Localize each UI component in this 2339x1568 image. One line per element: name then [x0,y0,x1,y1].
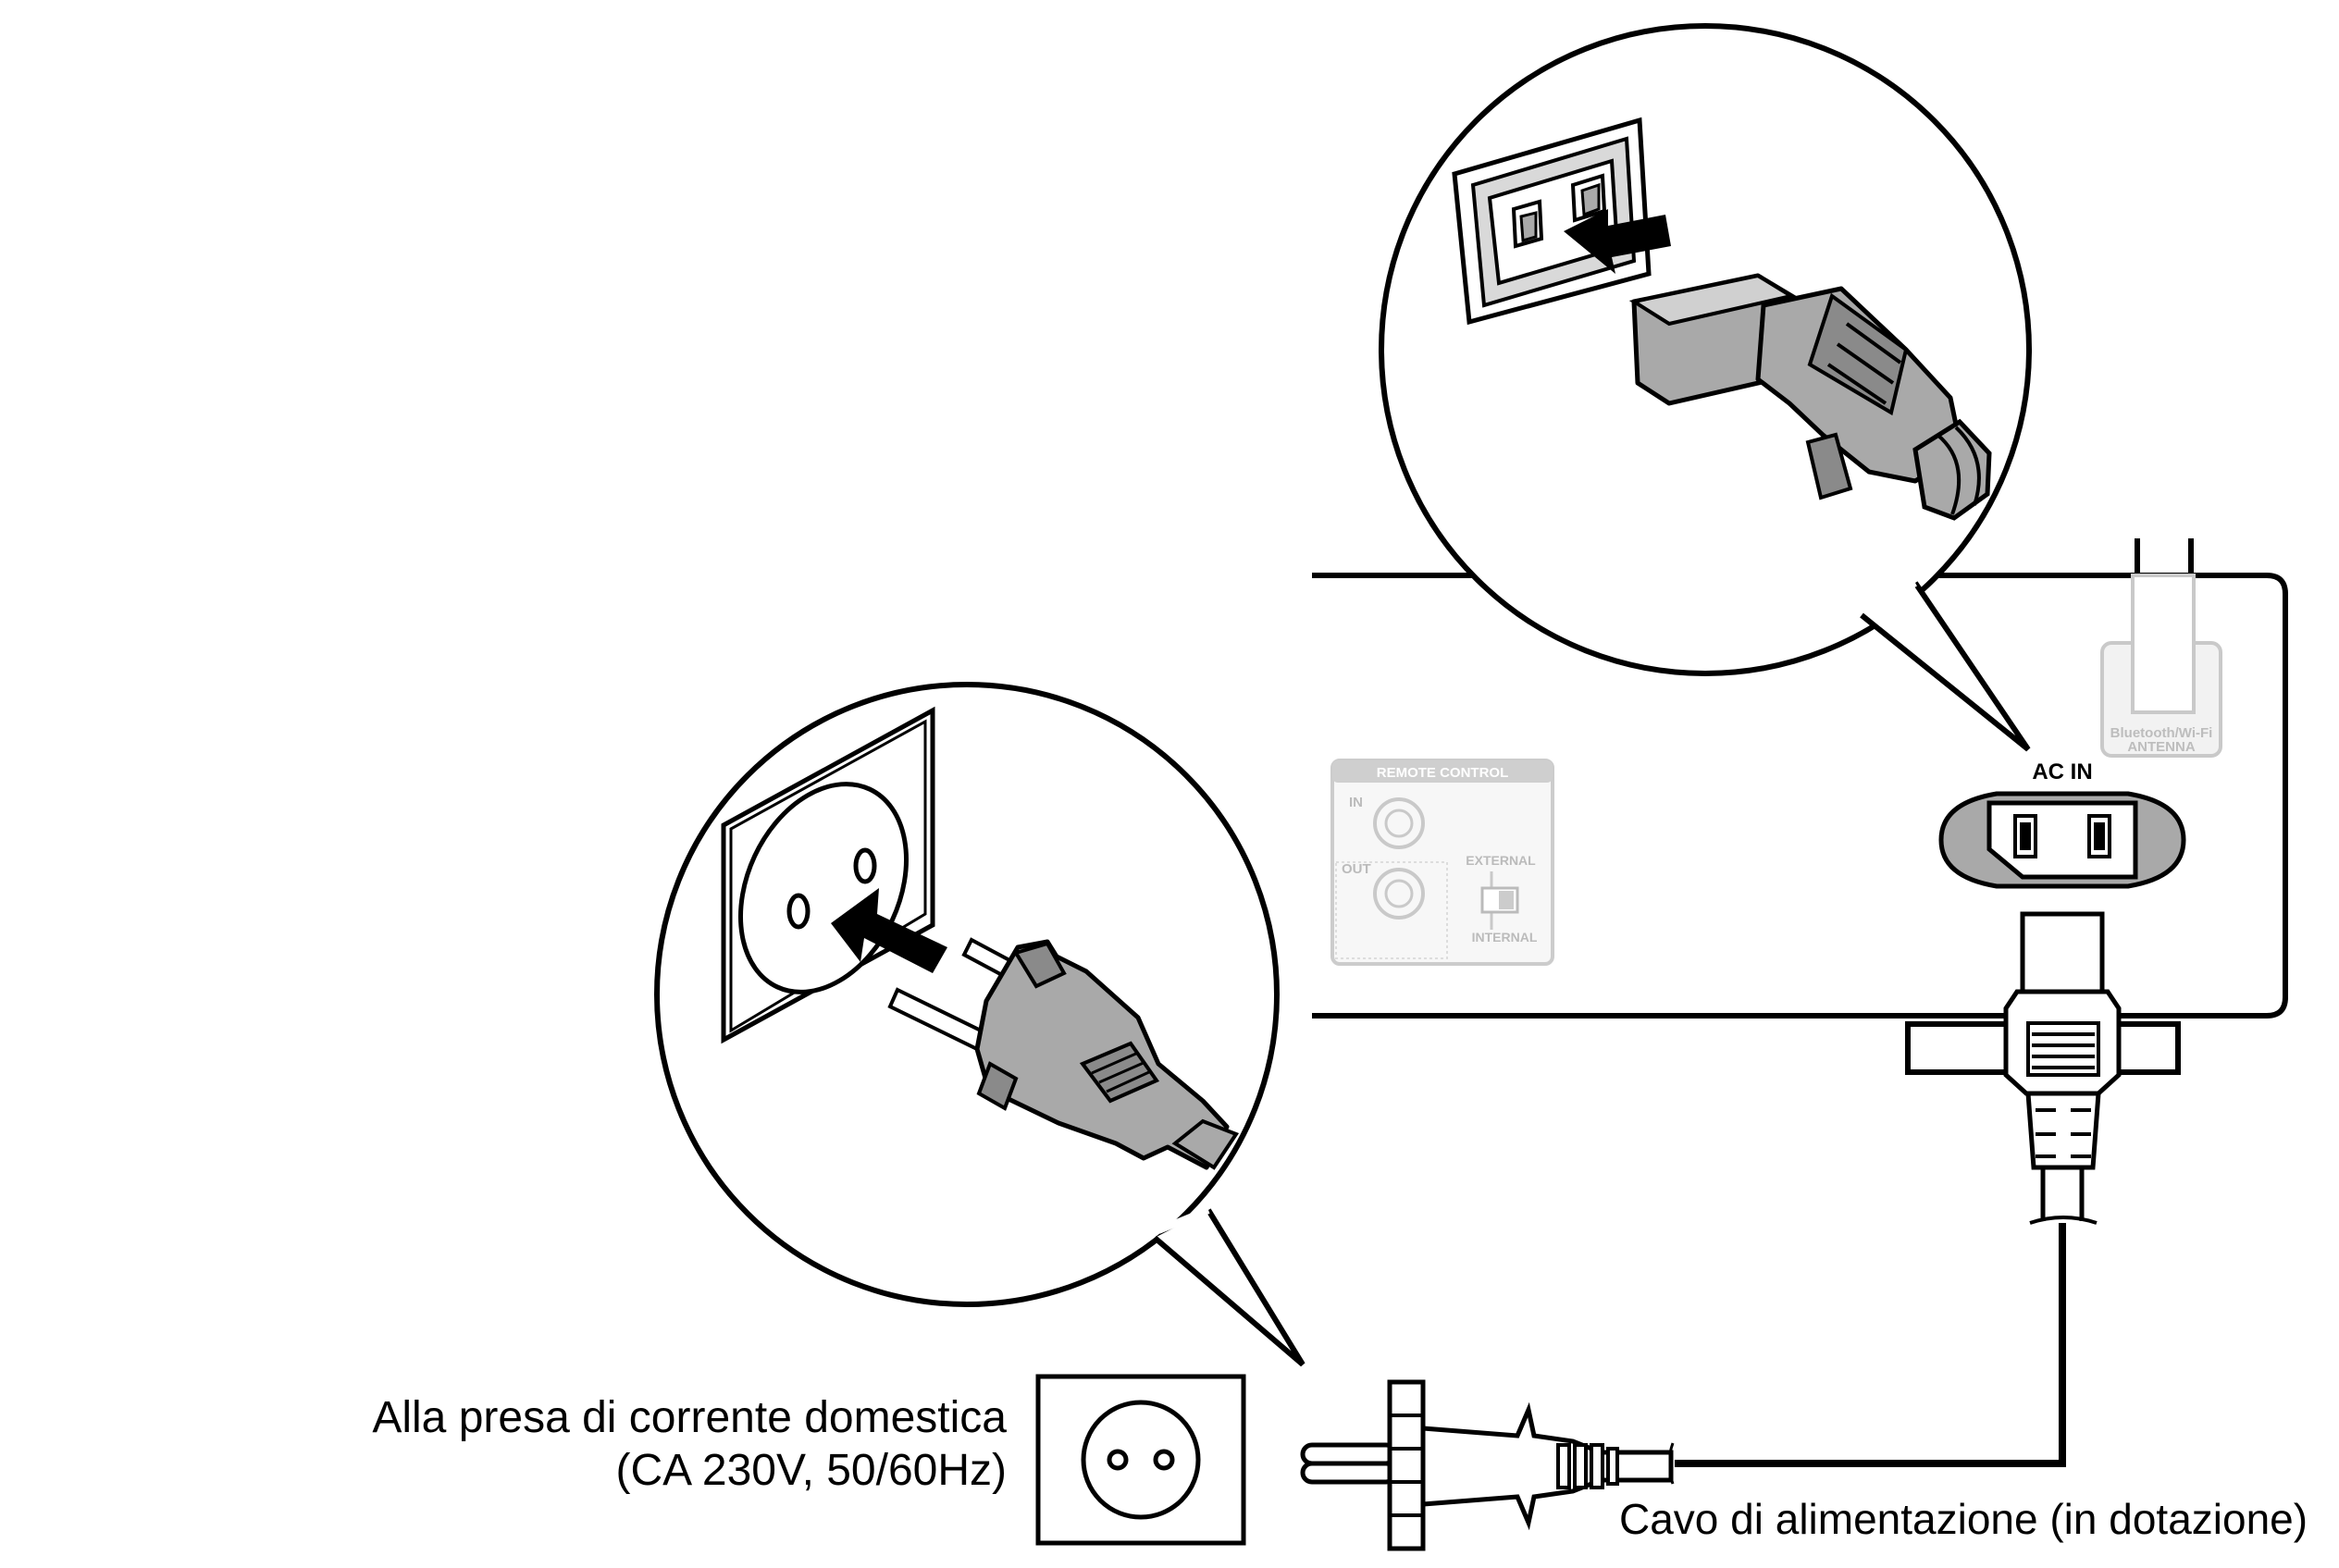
outlet-label-line2: (CA 230V, 50/60Hz) [615,1445,1007,1495]
antenna-label-line2: ANTENNA [2127,739,2195,755]
outlet-label: Alla presa di corrente domestica (CA 230… [372,1392,1007,1497]
insert-arrow-icon [1564,209,1671,274]
iec-connector-icon [2003,911,2122,1225]
power-cable [1667,1223,2066,1485]
antenna-module: Bluetooth/Wi-Fi ANTENNA [2100,574,2222,758]
remote-control-panel: REMOTE CONTROL IN OUT EXTERNAL INTERNAL [1330,759,1554,966]
external-label: EXTERNAL [1466,853,1536,868]
euro-plug-icon [1300,1379,1674,1551]
insert-arrow-icon [831,888,947,973]
out-label: OUT [1342,861,1371,877]
internal-label: INTERNAL [1472,930,1538,945]
remote-in-jack [1373,797,1425,849]
device-rear-panel: Bluetooth/Wi-Fi ANTENNA REMOTE CONTROL I… [1312,538,2288,1225]
ac-in-callout [1379,23,2032,752]
outlet-label-line1: Alla presa di corrente domestica [372,1393,1007,1442]
remote-control-label: REMOTE CONTROL [1377,765,1509,781]
remote-out-jack [1373,868,1425,920]
ac-in-socket: AC IN [1938,759,2186,889]
cable-label: Cavo di alimentazione (in dotazione) [1619,1495,2308,1543]
antenna-label-line1: Bluetooth/Wi-Fi [2110,725,2213,741]
wall-socket-icon [1035,1374,1246,1546]
wall-socket-callout [654,682,1306,1367]
in-label: IN [1349,795,1363,810]
ac-in-label: AC IN [2032,759,2092,784]
